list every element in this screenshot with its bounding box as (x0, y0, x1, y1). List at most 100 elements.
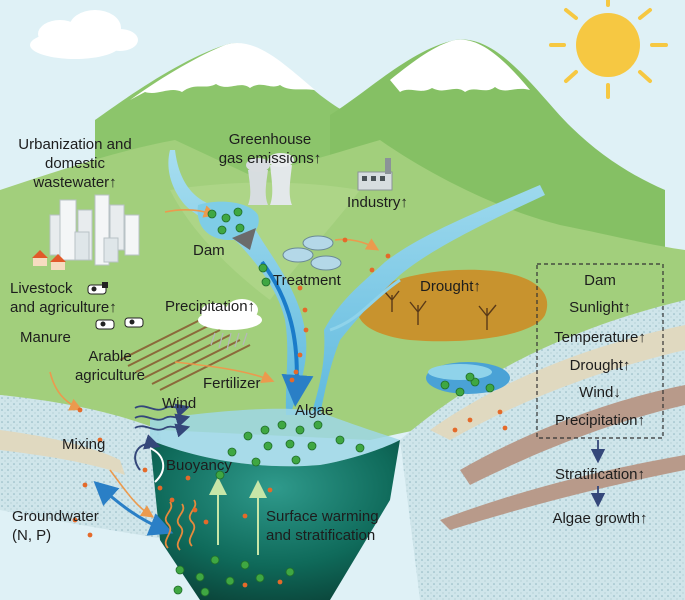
nutrient-particle (77, 407, 83, 413)
algae-particle (277, 420, 287, 430)
left-soil-layer (0, 430, 125, 475)
algae-particle (261, 277, 271, 287)
soil-layer-3 (440, 455, 685, 530)
nutrient-particle (203, 519, 209, 525)
rain-cloud-icon (198, 299, 262, 351)
algae-particle (485, 383, 495, 393)
nutrient-particle (169, 497, 175, 503)
algae-particle (285, 567, 295, 577)
nutrient-particle (297, 352, 303, 358)
nutrient-particle (297, 285, 303, 291)
algae-particle (251, 457, 261, 467)
algae-particle (307, 441, 317, 451)
wind-label: Wind (162, 395, 197, 412)
manure-label: Manure (20, 329, 71, 346)
factor-box (536, 263, 664, 439)
nutrient-particle (97, 437, 103, 443)
dry-tree-icon (384, 290, 497, 330)
greenhouse-label: Greenhouse gas emissions↑ (218, 131, 322, 167)
nutrient-particle (142, 467, 148, 473)
algae-particle (210, 555, 220, 565)
nutrient-particle (72, 517, 78, 523)
nutrient-particle (467, 417, 473, 423)
nutrient-particle (82, 482, 88, 488)
soil-layer-2 (460, 385, 685, 485)
soil-layer-1 (430, 325, 685, 440)
factor-temperature: Temperature↑ (554, 329, 646, 346)
nutrient-particle (192, 507, 198, 513)
algae-particle (235, 223, 245, 233)
algae-particle (217, 225, 227, 235)
arable-field (119, 319, 251, 391)
nutrient-particle (87, 532, 93, 538)
algae-particle (260, 425, 270, 435)
algae-particle (207, 209, 217, 219)
nutrient-particle (267, 487, 273, 493)
nutrient-particle (293, 369, 299, 375)
nutrient-particles (72, 237, 508, 588)
nutrient-particle (303, 327, 309, 333)
factor-dam: Dam (584, 272, 616, 289)
drought-field (357, 269, 548, 342)
algae-particle (291, 455, 301, 465)
algae-particles (173, 207, 495, 597)
algae-particle (243, 431, 253, 441)
nutrient-particle (342, 237, 348, 243)
heat-icon (164, 499, 197, 551)
outcome-stratification: Stratification↑ (554, 466, 646, 483)
factor-sunlight: Sunlight↑ (569, 299, 631, 316)
algae-particle (173, 585, 183, 595)
right-snowcap (390, 39, 530, 92)
algae-particle (200, 587, 210, 597)
power-plant-icon (246, 153, 294, 205)
outcome-algae-growth: Algae growth↑ (552, 510, 648, 527)
algae-particle (215, 470, 225, 480)
mixing-arrow (134, 434, 161, 471)
algae-particle (255, 573, 265, 583)
factor-precipitation: Precipitation↑ (554, 412, 646, 429)
algae-particle (335, 435, 345, 445)
city-buildings-icon (32, 194, 140, 270)
pond-surface (428, 364, 492, 380)
algae-particle (465, 372, 475, 382)
nutrient-particle (277, 579, 283, 585)
precipitation-label: Precipitation↑ (165, 298, 256, 315)
nutrient-particle (242, 513, 248, 519)
wind-icon (134, 403, 191, 438)
sun-icon (549, 0, 668, 99)
groundwater-label: Groundwater (N, P) (12, 508, 99, 544)
algae-particle (263, 441, 273, 451)
factor-drought: Drought↑ (569, 357, 631, 374)
nutrient-particle (157, 485, 163, 491)
side-river (329, 278, 401, 332)
drought-label: Drought↑ (420, 278, 481, 295)
factory-icon (357, 158, 393, 191)
warming-arrows (209, 477, 267, 555)
nutrient-particle (497, 409, 503, 415)
algae-particle (440, 380, 450, 390)
fertilizer-label: Fertilizer (203, 375, 261, 392)
treatment-label: Treatment (273, 272, 341, 289)
nutrient-particle (302, 307, 308, 313)
nutrient-particle (185, 475, 191, 481)
algae-particle (233, 207, 243, 217)
nutrient-particle (502, 425, 508, 431)
surface-warming-label: Surface warming and stratification (266, 508, 379, 544)
treatment-tanks-icon (282, 235, 342, 271)
algae-particle (313, 420, 323, 430)
industry-label: Industry↑ (347, 194, 408, 211)
factor-wind: Wind↓ (579, 384, 621, 401)
buoyancy-label: Buoyancy (166, 457, 232, 474)
algae-particle (455, 387, 465, 397)
nutrient-particle (452, 427, 458, 433)
mixing-label: Mixing (62, 436, 106, 453)
algae-particle (195, 572, 205, 582)
urbanization-label: Urbanization and domestic wastewater↑ (18, 136, 132, 191)
river-flow-arrow (260, 260, 314, 407)
algae-particle (258, 263, 268, 273)
arable-label: Arable agriculture (74, 348, 146, 384)
dam-label: Dam (193, 242, 225, 259)
algae-particle (240, 560, 250, 570)
algae-label: Algae (295, 402, 334, 419)
